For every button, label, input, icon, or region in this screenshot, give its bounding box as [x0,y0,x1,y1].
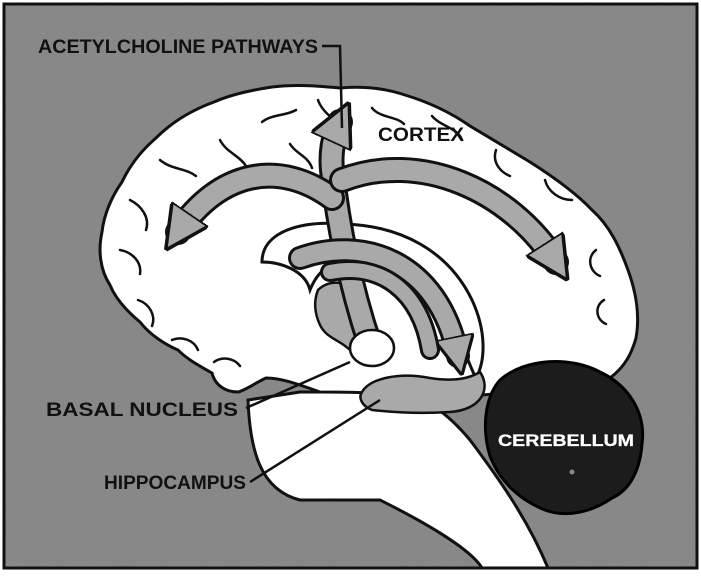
label-cortex: CORTEX [378,125,464,146]
label-cerebellum: CEREBELLUM [498,431,634,450]
cerebellum-highlight [570,470,575,475]
label-basal-nucleus: BASAL NUCLEUS [46,400,238,421]
label-hippocampus: HIPPOCAMPUS [104,473,246,494]
basal-nucleus-region [350,330,394,366]
label-acetylcholine-pathways: ACETYLCHOLINE PATHWAYS [38,37,318,58]
